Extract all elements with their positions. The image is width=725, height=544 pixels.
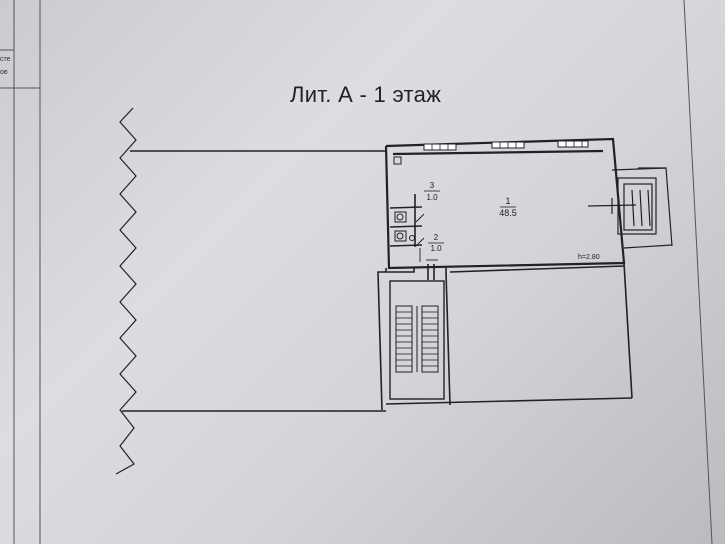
room-1-label: 1 48.5 [499,196,517,218]
break-line [115,107,137,475]
door-marks [415,213,438,262]
room-1-area: 48.5 [499,208,517,218]
plan-title: Лит. А - 1 этаж [290,82,442,107]
staircase [389,280,445,400]
room-1-number: 1 [505,196,510,206]
fixtures [394,211,415,242]
bathroom-partitions [389,194,423,247]
ceiling-height-label: h=2.80 [578,254,600,261]
margin-text-top: сте [0,56,11,63]
room-2-area: 1.0 [430,244,442,253]
building-outline [122,150,633,412]
room-2-label: 2 1.0 [428,233,444,253]
corner-symbol [393,156,402,165]
margin-text-bottom: ов [0,69,8,76]
corridor-walls [377,262,633,411]
room-3-number: 3 [430,181,435,190]
room-2-number: 2 [434,233,439,242]
entrance-porch [587,167,673,249]
windows [423,140,589,151]
window-mullions [431,141,583,150]
room-3-area: 1.0 [426,193,438,202]
stair-treads [396,311,438,367]
room-3-label: 3 1.0 [424,181,440,202]
